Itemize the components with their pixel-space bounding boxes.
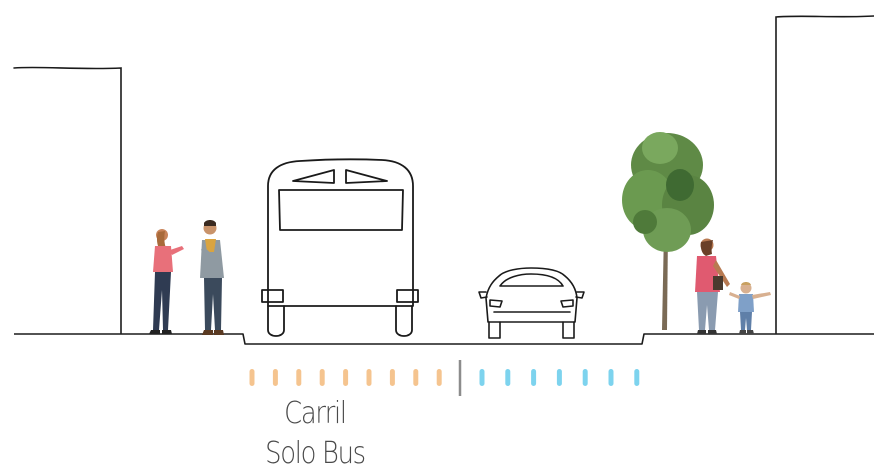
general-lane-dash — [505, 369, 510, 386]
bus-lane-dash — [437, 369, 442, 386]
bus-wheel-left — [268, 306, 284, 336]
bus-sign-right — [346, 170, 387, 183]
bus-lane-dash — [273, 369, 278, 386]
caption-line-2: Solo Bus — [259, 436, 371, 471]
bus-lane-dash — [250, 369, 255, 386]
bus-lane-dash — [367, 369, 372, 386]
bus-light-right — [397, 290, 418, 302]
bus-light-left — [262, 290, 283, 302]
bus-wheel-right — [396, 306, 412, 336]
car-wheel-right — [563, 322, 574, 338]
general-lane-dash — [531, 369, 536, 386]
pedestrian-woman-right — [695, 239, 730, 335]
left-building-outline — [14, 67, 121, 333]
general-lane-dash — [480, 369, 485, 386]
general-lane-dash — [609, 369, 614, 386]
pedestrian-child-right — [729, 282, 771, 334]
bus-sign-left — [293, 170, 334, 183]
car-wheel-left — [489, 322, 500, 338]
car-mirror-left — [479, 292, 487, 298]
bus — [262, 159, 418, 336]
pedestrian-woman-left — [149, 229, 184, 334]
pedestrian-man-left — [200, 220, 224, 335]
bus-lane-dash — [390, 369, 395, 386]
bus-lane-markers — [250, 369, 442, 386]
car-window — [500, 274, 563, 286]
general-lane-markers — [480, 369, 640, 386]
car-body — [486, 268, 577, 322]
bus-lane-dash — [343, 369, 348, 386]
general-lane-dash — [634, 369, 639, 386]
general-lane-dash — [583, 369, 588, 386]
car-light-left — [490, 300, 502, 307]
general-lane-dash — [557, 369, 562, 386]
caption-line-1: Carril — [259, 396, 371, 431]
bus-lane-dash — [320, 369, 325, 386]
car-light-right — [561, 300, 573, 307]
car — [479, 268, 584, 338]
right-building-outline — [776, 16, 874, 333]
bus-window — [279, 190, 403, 230]
bus-body — [268, 159, 413, 306]
street-ground-line — [14, 334, 874, 344]
bus-lane-dash — [413, 369, 418, 386]
bus-lane-dash — [296, 369, 301, 386]
